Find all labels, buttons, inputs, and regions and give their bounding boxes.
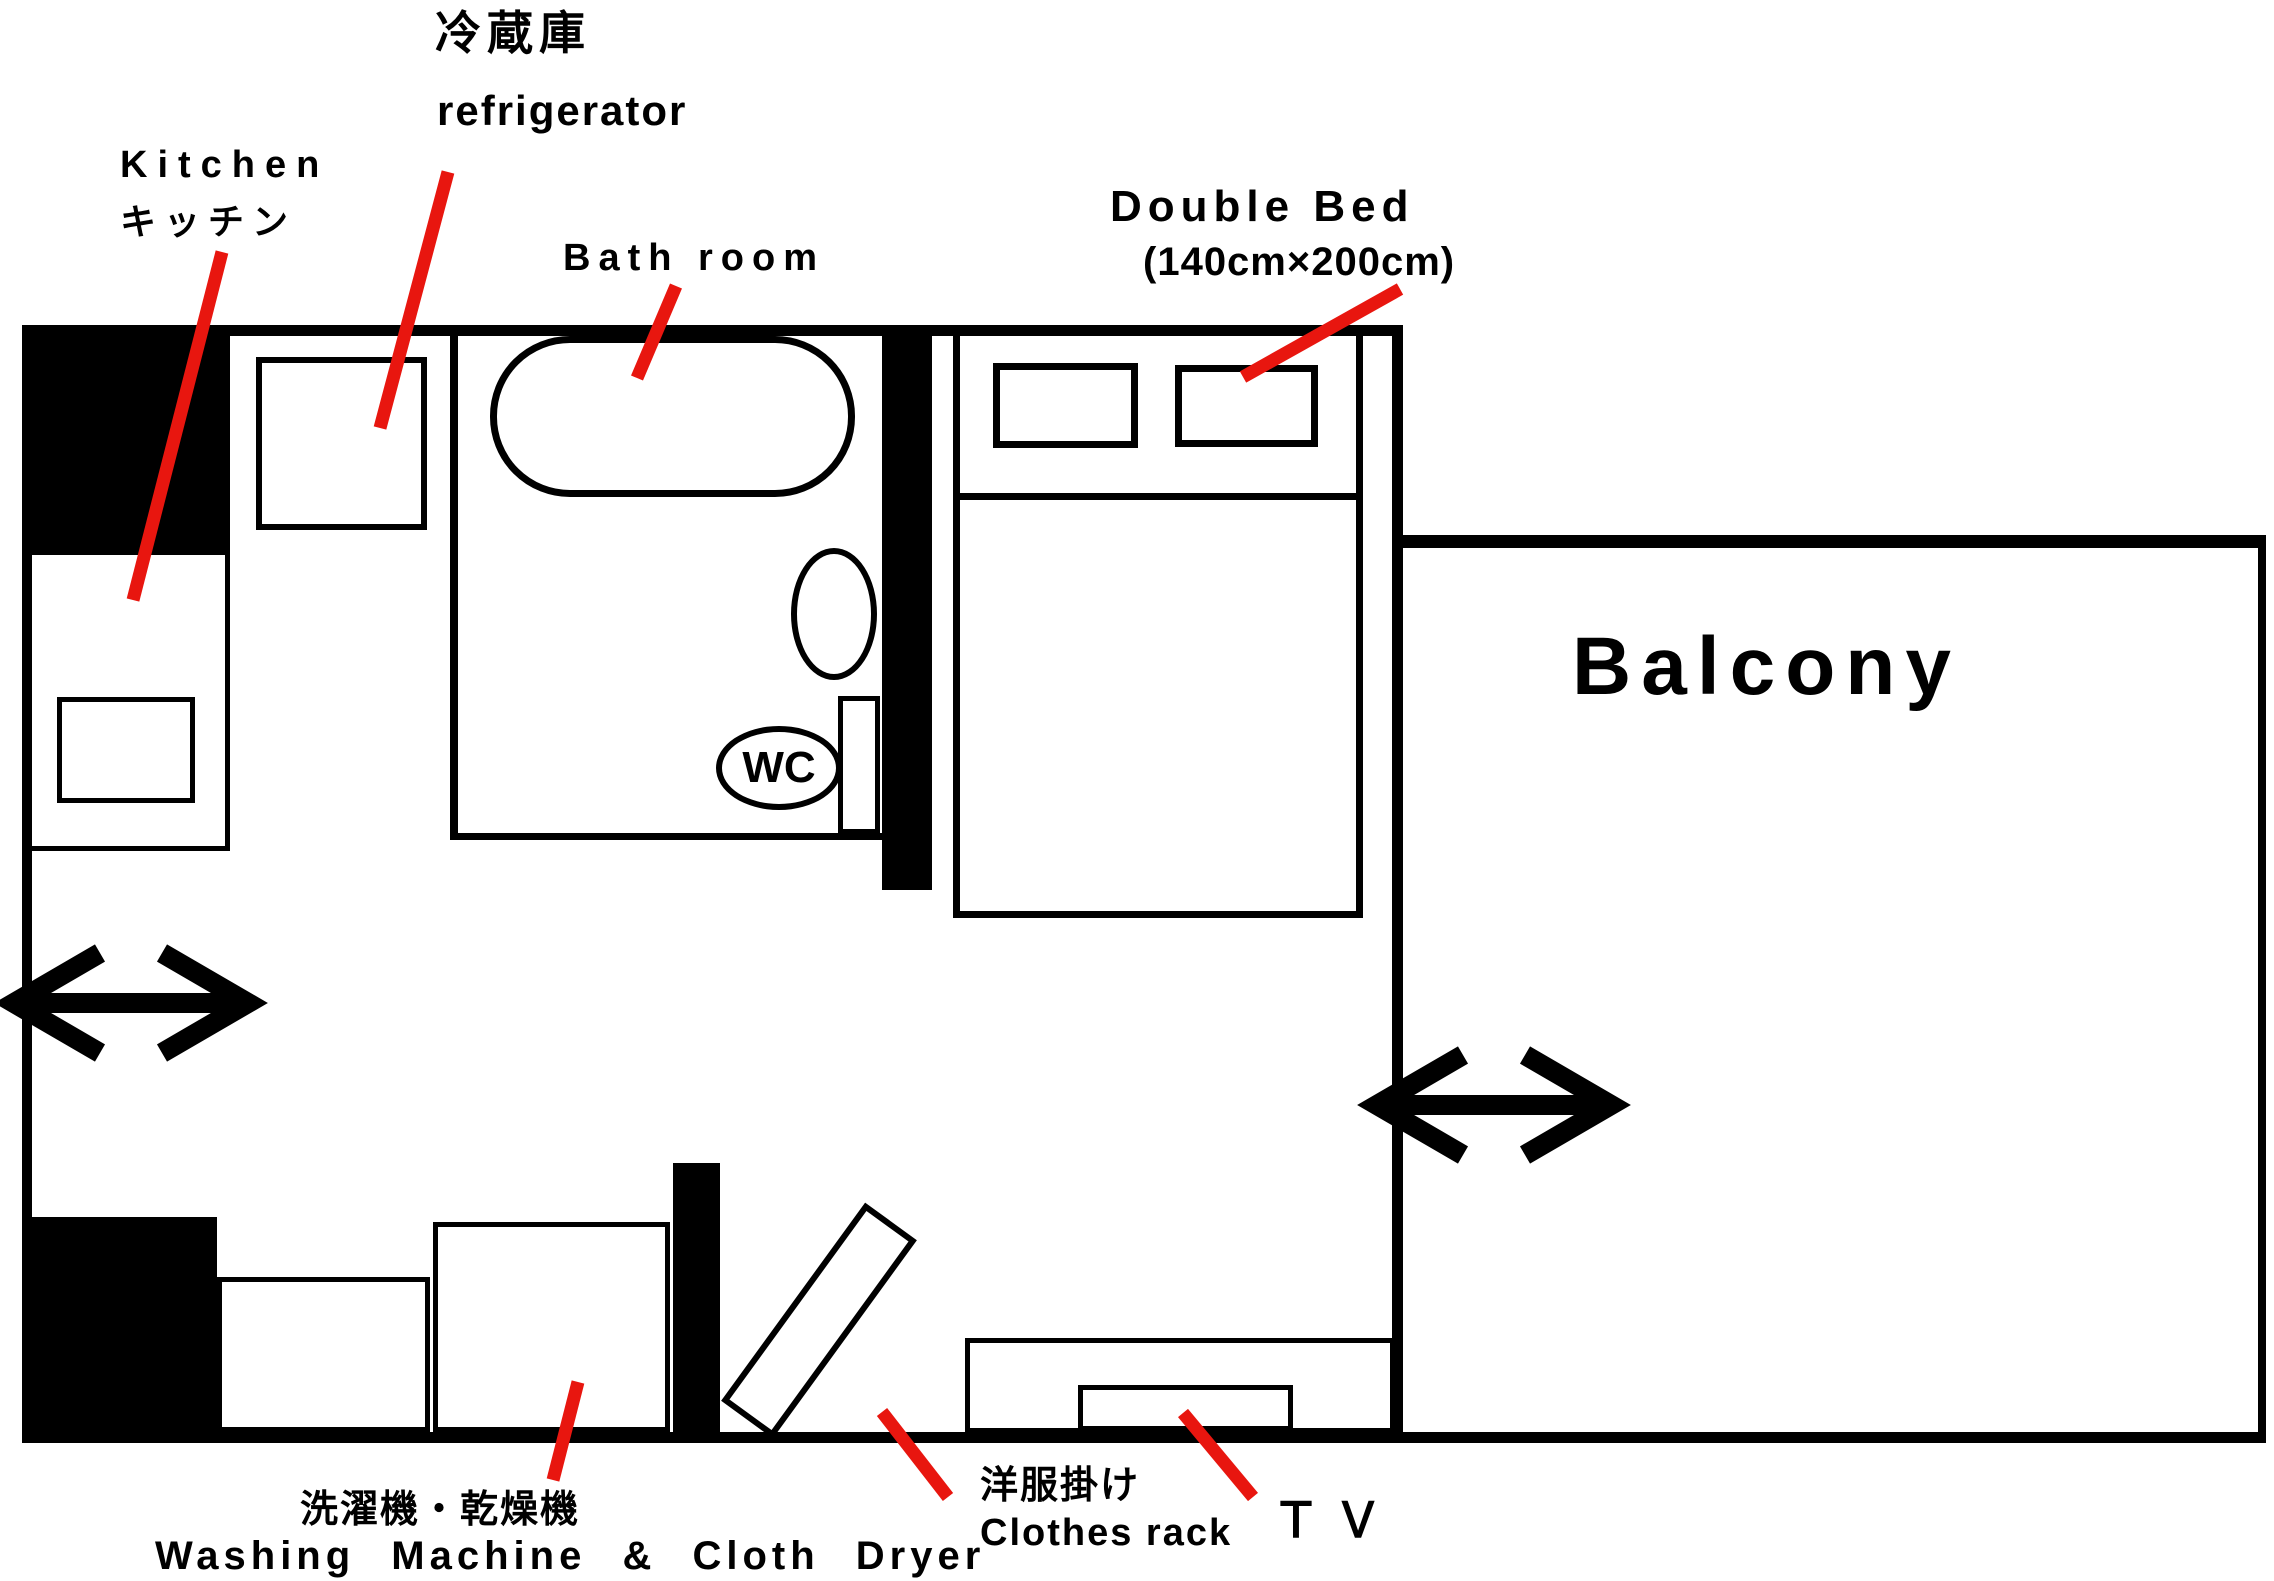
bed-headboard-line bbox=[953, 493, 1363, 500]
bathroom-right-thick-wall bbox=[882, 325, 932, 890]
bathroom-label: Bath room bbox=[563, 237, 825, 279]
left-wall bbox=[22, 325, 32, 1443]
balcony-door-arrow-icon bbox=[1357, 1046, 1631, 1164]
washer-label-jp: 洗濯機・乾燥機 bbox=[300, 1489, 581, 1531]
laundry-pillar bbox=[673, 1163, 720, 1432]
refrigerator-box bbox=[256, 357, 427, 530]
clothes-rack-leader-line bbox=[876, 1408, 954, 1501]
kitchen-black-counter bbox=[27, 330, 230, 550]
balcony-label: Balcony bbox=[1572, 621, 1961, 712]
clothes-rack-label-en: Clothes rack bbox=[980, 1512, 1233, 1554]
tv-box bbox=[1078, 1385, 1293, 1431]
bathroom-left-wall bbox=[450, 332, 458, 840]
kitchen-sink bbox=[57, 697, 195, 803]
cloth-dryer-box bbox=[433, 1222, 670, 1432]
clothes-rack-label-jp: 洋服掛け bbox=[980, 1465, 1141, 1507]
tv-label: ＴＶ bbox=[1272, 1495, 1397, 1548]
kitchen-label-jp: キッチン bbox=[120, 201, 297, 242]
laundry-black-block bbox=[27, 1217, 217, 1437]
washer-label-en: Washing Machine & Cloth Dryer bbox=[155, 1534, 986, 1578]
entrance-door-arrow-icon bbox=[0, 944, 268, 1062]
toilet-cistern bbox=[838, 696, 880, 834]
balcony-top-wall bbox=[1392, 535, 2266, 548]
washing-machine-box bbox=[217, 1277, 430, 1432]
clothes-rack bbox=[721, 1202, 917, 1439]
double-bed-label-line2: (140cm×200cm) bbox=[1143, 240, 1456, 284]
top-wall bbox=[22, 325, 1402, 336]
bottom-wall bbox=[22, 1432, 2266, 1443]
pillow-right bbox=[1175, 365, 1318, 447]
balcony-right-wall bbox=[2258, 535, 2266, 1443]
refrigerator-label-en: refrigerator bbox=[437, 87, 688, 134]
pillow-left bbox=[993, 363, 1138, 448]
toilet-bowl: WC bbox=[716, 726, 842, 810]
bathtub bbox=[490, 336, 855, 497]
bathroom-bottom-wall bbox=[450, 833, 882, 840]
double-bed-label-line1: Double Bed bbox=[1110, 182, 1415, 231]
wc-label: WC bbox=[742, 742, 816, 792]
refrigerator-label-jp: 冷蔵庫 bbox=[435, 7, 591, 59]
right-wall bbox=[1392, 325, 1403, 1443]
kitchen-label-en: Kitchen bbox=[120, 144, 330, 186]
bathroom-sink bbox=[791, 548, 877, 680]
